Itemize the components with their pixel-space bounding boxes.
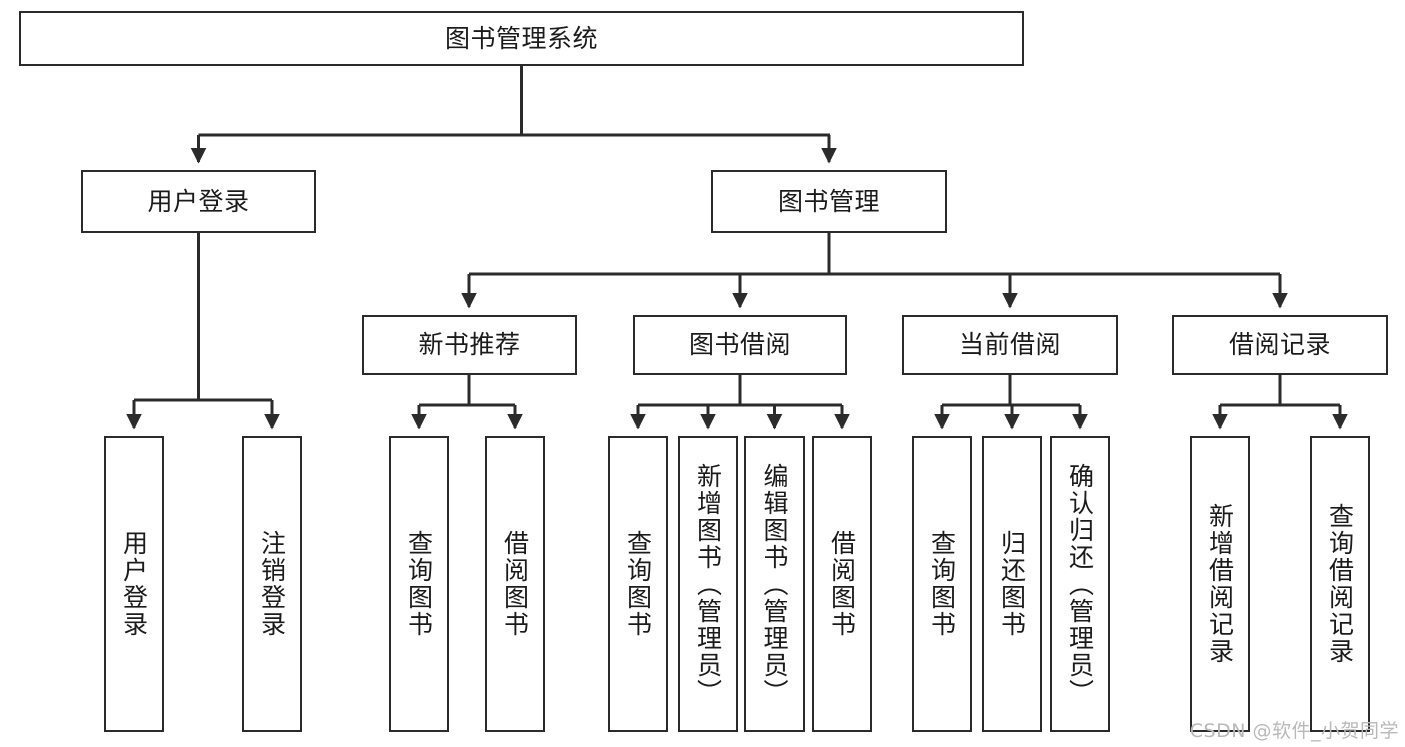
node-leaf-edit-book[interactable]: 编辑图书（管理员） xyxy=(744,436,805,732)
node-leaf-user-login-label: 用户登录 xyxy=(119,530,149,638)
node-leaf-borrow-book-2-label: 借阅图书 xyxy=(827,530,857,638)
node-leaf-query-book-1[interactable]: 查询图书 xyxy=(389,436,449,732)
node-leaf-query-record[interactable]: 查询借阅记录 xyxy=(1310,436,1370,732)
node-user-login[interactable]: 用户登录 xyxy=(81,170,316,233)
node-book-borrow-label: 图书借阅 xyxy=(688,330,791,360)
node-leaf-user-logout[interactable]: 注销登录 xyxy=(242,436,302,732)
node-leaf-query-book-3[interactable]: 查询图书 xyxy=(912,436,972,732)
node-leaf-add-record-label: 新增借阅记录 xyxy=(1205,503,1235,665)
node-leaf-borrow-book-2[interactable]: 借阅图书 xyxy=(812,436,872,732)
node-current-borrow-label: 当前借阅 xyxy=(958,330,1061,360)
node-leaf-query-book-3-label: 查询图书 xyxy=(927,530,957,638)
csdn-watermark: CSDN @软件_小贺同学 xyxy=(1189,720,1399,742)
node-leaf-confirm-return-label: 确认归还（管理员） xyxy=(1065,462,1095,706)
node-leaf-add-book[interactable]: 新增图书（管理员） xyxy=(678,436,738,732)
node-new-book-recommend[interactable]: 新书推荐 xyxy=(362,315,577,375)
node-book-borrow[interactable]: 图书借阅 xyxy=(633,315,847,375)
node-leaf-query-book-2-label: 查询图书 xyxy=(623,530,653,638)
node-leaf-query-book-1-label: 查询图书 xyxy=(404,530,434,638)
node-leaf-add-record[interactable]: 新增借阅记录 xyxy=(1190,436,1250,732)
node-leaf-return-book[interactable]: 归还图书 xyxy=(982,436,1042,732)
node-root[interactable]: 图书管理系统 xyxy=(19,11,1024,66)
node-leaf-return-book-label: 归还图书 xyxy=(997,530,1027,638)
node-book-management-label: 图书管理 xyxy=(777,186,880,216)
node-borrow-record[interactable]: 借阅记录 xyxy=(1172,315,1388,375)
node-leaf-borrow-book-1[interactable]: 借阅图书 xyxy=(485,436,545,732)
node-leaf-query-book-2[interactable]: 查询图书 xyxy=(608,436,668,732)
node-leaf-user-logout-label: 注销登录 xyxy=(257,530,287,638)
node-new-book-recommend-label: 新书推荐 xyxy=(418,330,521,360)
node-leaf-add-book-label: 新增图书（管理员） xyxy=(693,462,723,706)
node-root-label: 图书管理系统 xyxy=(444,23,598,53)
node-user-login-label: 用户登录 xyxy=(147,186,250,216)
node-book-management[interactable]: 图书管理 xyxy=(711,170,947,233)
node-leaf-user-login[interactable]: 用户登录 xyxy=(104,436,164,732)
node-leaf-borrow-book-1-label: 借阅图书 xyxy=(500,530,530,638)
node-borrow-record-label: 借阅记录 xyxy=(1228,330,1331,360)
node-leaf-confirm-return[interactable]: 确认归还（管理员） xyxy=(1050,436,1110,732)
node-current-borrow[interactable]: 当前借阅 xyxy=(902,315,1118,375)
node-leaf-edit-book-label: 编辑图书（管理员） xyxy=(760,462,789,706)
node-leaf-query-record-label: 查询借阅记录 xyxy=(1325,503,1355,665)
